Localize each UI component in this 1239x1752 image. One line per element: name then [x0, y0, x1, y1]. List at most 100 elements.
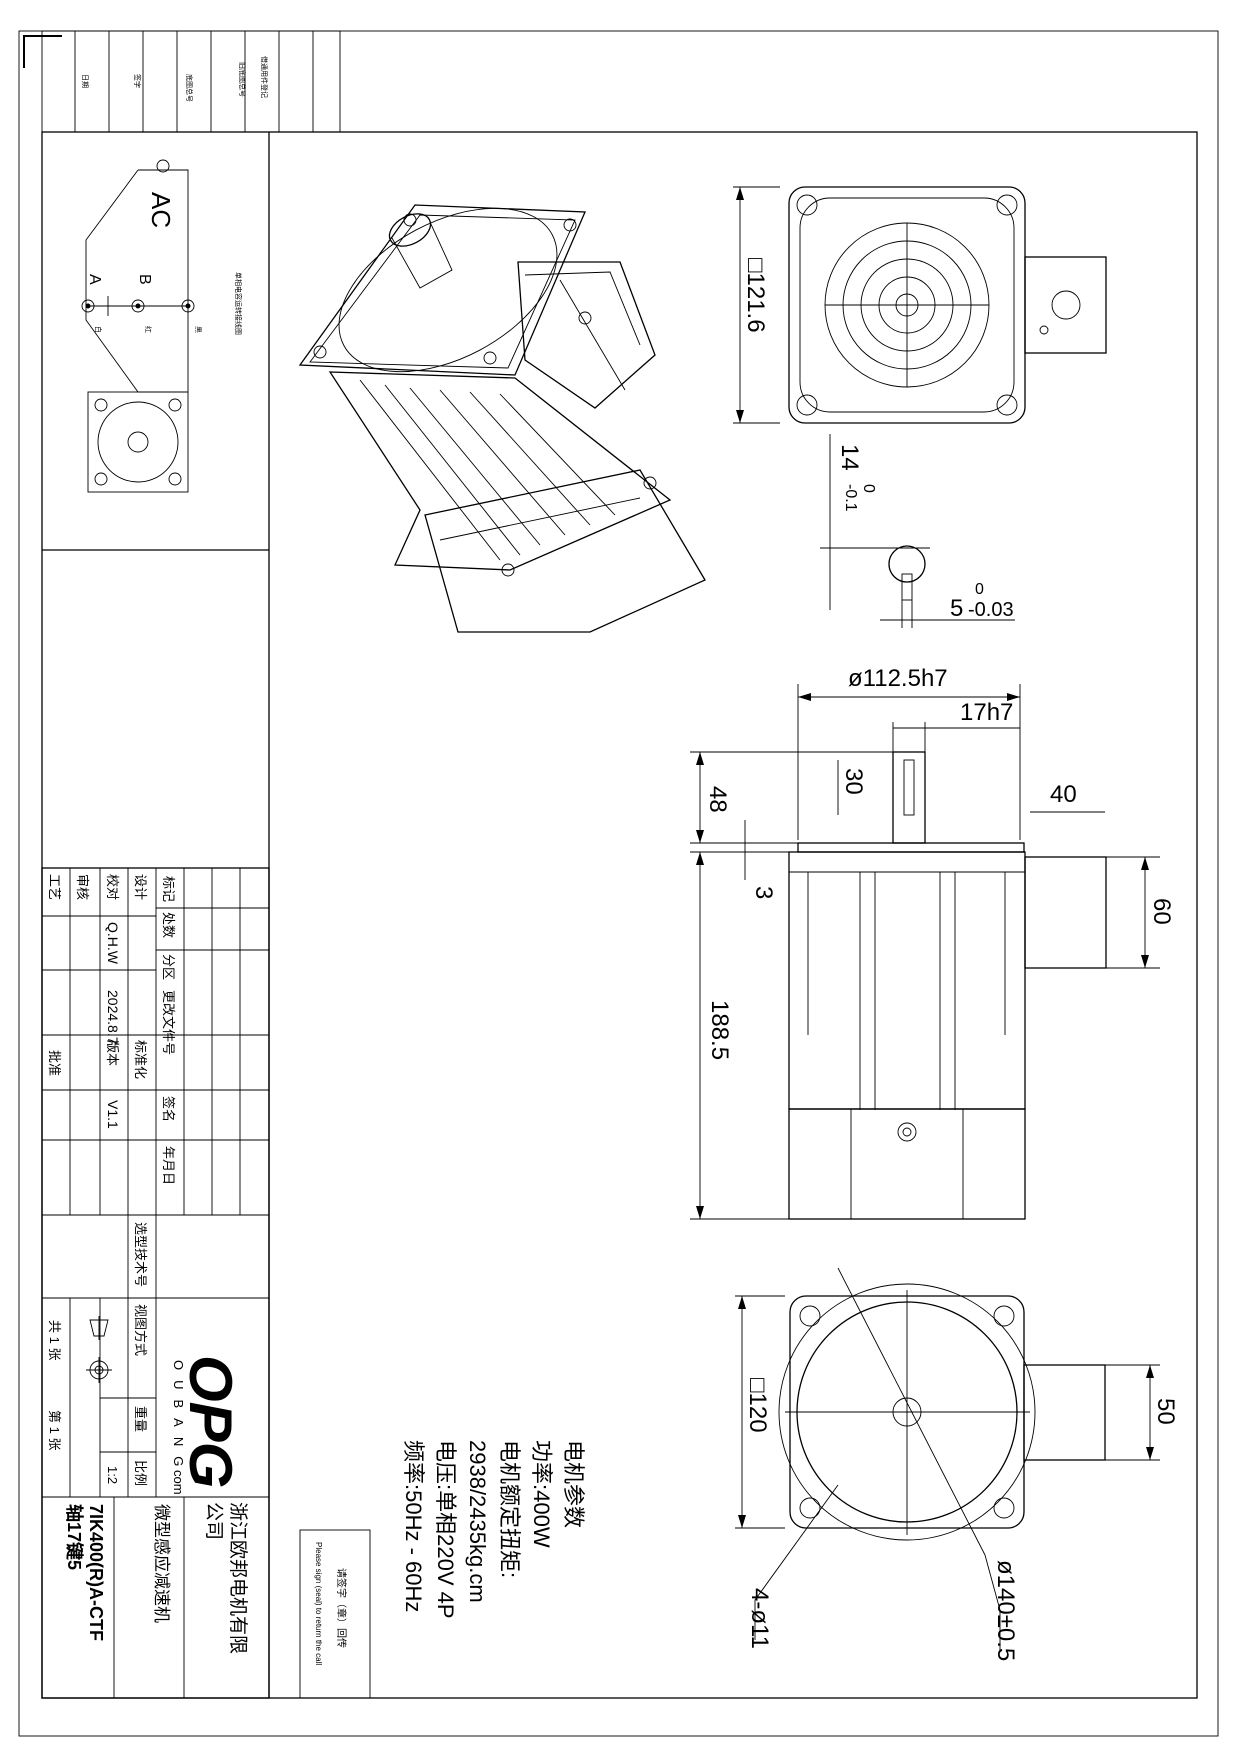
hdr-change-doc: 更改文件号 [161, 990, 176, 1055]
wire-black-label: 黑 [194, 326, 202, 333]
version-value: V1.1 [105, 1100, 121, 1129]
role-design: 设计 [133, 874, 148, 900]
dim-spigot-dia: ø112.5h7 [848, 665, 948, 692]
params-heading: 电机参数 [561, 1440, 586, 1528]
front-terminal-box [1024, 256, 1107, 354]
dim-key-length: 30 [840, 768, 867, 795]
model-line2: 轴17键5 [64, 1504, 85, 1570]
hdr-count: 处数 [161, 912, 176, 938]
dim-box-width: 50 [1152, 1398, 1179, 1425]
projection-label: 视图方式 [133, 1304, 148, 1356]
params-frequency: 频率:50Hz - 60Hz [401, 1440, 426, 1612]
brand-com: com [171, 1470, 186, 1495]
title-block: 标记 处数 分区 更改文件号 签名 年月日 设计 校对 审核 工艺 Q.H.W … [41, 867, 270, 1699]
wiring-diagram: AC A B 白 红 黑 单相电容运转接线图 [81, 159, 243, 493]
rear-terminal-box [1023, 1364, 1106, 1461]
hdr-signature: 签名 [161, 1096, 176, 1122]
dim-key-height-tol-lower: -0.1 [842, 484, 859, 512]
revision-col-5: 日期 [81, 74, 89, 88]
dim-key-width-tol-upper: 0 [975, 581, 984, 598]
brand-text: OUBANG [171, 1360, 186, 1476]
rear-pcd [778, 1283, 1036, 1541]
revision-col-4: 签字 [133, 74, 142, 88]
sign-box: 请签字（章）回传 Please sign (seal) to return th… [299, 1529, 371, 1699]
rear-view-small [87, 391, 189, 493]
hdr-mark: 标记 [161, 876, 176, 902]
weight-label: 重量 [133, 1406, 148, 1432]
approve-label: 批准 [47, 1050, 62, 1076]
params-torque-value: 2938/2435kg.cm [465, 1440, 490, 1603]
params-torque-label: 电机额定扭矩: [497, 1440, 522, 1578]
capacitor-symbol [156, 159, 170, 173]
sign-box-line1: 请签字（章）回传 [335, 1568, 348, 1648]
dim-pcd: ø140±0.5 [992, 1560, 1019, 1661]
wire-red-label: 红 [144, 326, 153, 333]
role-check: 校对 [105, 874, 120, 900]
logo-text: OPG [177, 1355, 244, 1488]
dim-flange-side: □121.6 [742, 258, 769, 333]
side-view: ø112.5h7 17h7 48 30 3 188.5 40 60 [690, 665, 1175, 1220]
dim-key-height: 14 [836, 444, 863, 471]
hdr-zone: 分区 [161, 954, 176, 980]
wiring-title: 单相电容运转接线图 [234, 272, 243, 335]
product-type: 微型感应减速机 [152, 1504, 171, 1623]
dim-shaft-dia: 17h7 [960, 699, 1013, 726]
dim-spigot-height: 3 [750, 886, 777, 899]
dim-shaft-length: 48 [704, 786, 731, 813]
projection-symbol-icon [86, 1316, 112, 1383]
shaft-section [888, 545, 926, 583]
standard-label: 标准化 [133, 1040, 148, 1079]
role-review: 审核 [75, 874, 90, 900]
version-label: 版本 [105, 1040, 120, 1066]
key-section: 14 0 -0.1 5 0 -0.03 [820, 434, 1015, 628]
corner-mark [23, 35, 62, 68]
dim-body-length: 188.5 [706, 1000, 733, 1060]
iso-flange-face [338, 207, 558, 373]
side-terminal-box [1024, 856, 1107, 969]
scale-value: 1:2 [105, 1466, 120, 1484]
role-process: 工艺 [47, 874, 62, 900]
params-power: 功率:400W [529, 1440, 554, 1548]
hdr-date: 年月日 [161, 1146, 176, 1185]
wire-white-label: 白 [94, 326, 103, 333]
scale-label: 比例 [133, 1460, 148, 1486]
front-view: □121.6 [733, 186, 1107, 424]
iso-shaft [388, 213, 432, 247]
motor-params: 电机参数 功率:400W 电机额定扭矩: 2938/2435kg.cm 电压:单… [401, 1440, 586, 1619]
revision-block: 借通用件登记 旧底图总号 底图总号 签字 日期 [41, 30, 341, 133]
sheet-number: 第 1 张 [47, 1410, 62, 1450]
side-shaft [892, 751, 926, 844]
dim-box-height: 60 [1148, 898, 1175, 925]
isometric-view [298, 204, 706, 633]
terminal-b-label: B [136, 274, 153, 285]
design-date: 2024.8.7 [105, 990, 121, 1045]
iso-end-cap [424, 469, 706, 633]
outer-border [18, 30, 1219, 1737]
company-logo: OPG OUBANG com [171, 1355, 244, 1495]
rear-view: □120 50 4-ø11 ø140±0.5 [735, 1267, 1179, 1661]
selection-label: 选型技术号 [133, 1222, 148, 1287]
ac-label: AC [146, 192, 176, 228]
iso-terminal-box [517, 261, 656, 409]
dim-key-width-tol-lower: -0.03 [968, 599, 1014, 621]
designer-name: Q.H.W [105, 922, 121, 965]
params-voltage: 电压:单相220V 4P [433, 1440, 458, 1619]
side-endcap [788, 1108, 1026, 1220]
iso-body [328, 371, 672, 571]
sign-box-line2: Please sign (seal) to return the call [314, 1542, 323, 1665]
dim-mount-holes: 4-ø11 [746, 1588, 773, 1649]
revision-col-2: 旧底图总号 [238, 62, 247, 97]
revision-col-3: 底图总号 [185, 74, 194, 102]
dim-box-offset: 40 [1050, 781, 1077, 808]
company-line2: 公司 [203, 1502, 224, 1540]
iso-flange [298, 204, 586, 376]
dim-rear-square: □120 [744, 1378, 771, 1433]
dim-key-width: 5 [950, 595, 963, 622]
sheets-total: 共 1 张 [47, 1320, 62, 1360]
company-line1: 浙江欧邦电机有限 [227, 1502, 249, 1654]
revision-col-1: 借通用件登记 [260, 56, 269, 98]
dim-key-height-tol-upper: 0 [860, 484, 877, 493]
model-line1: 7IK400(R)A-CTF [86, 1504, 106, 1641]
terminal-a-label: A [86, 274, 103, 285]
